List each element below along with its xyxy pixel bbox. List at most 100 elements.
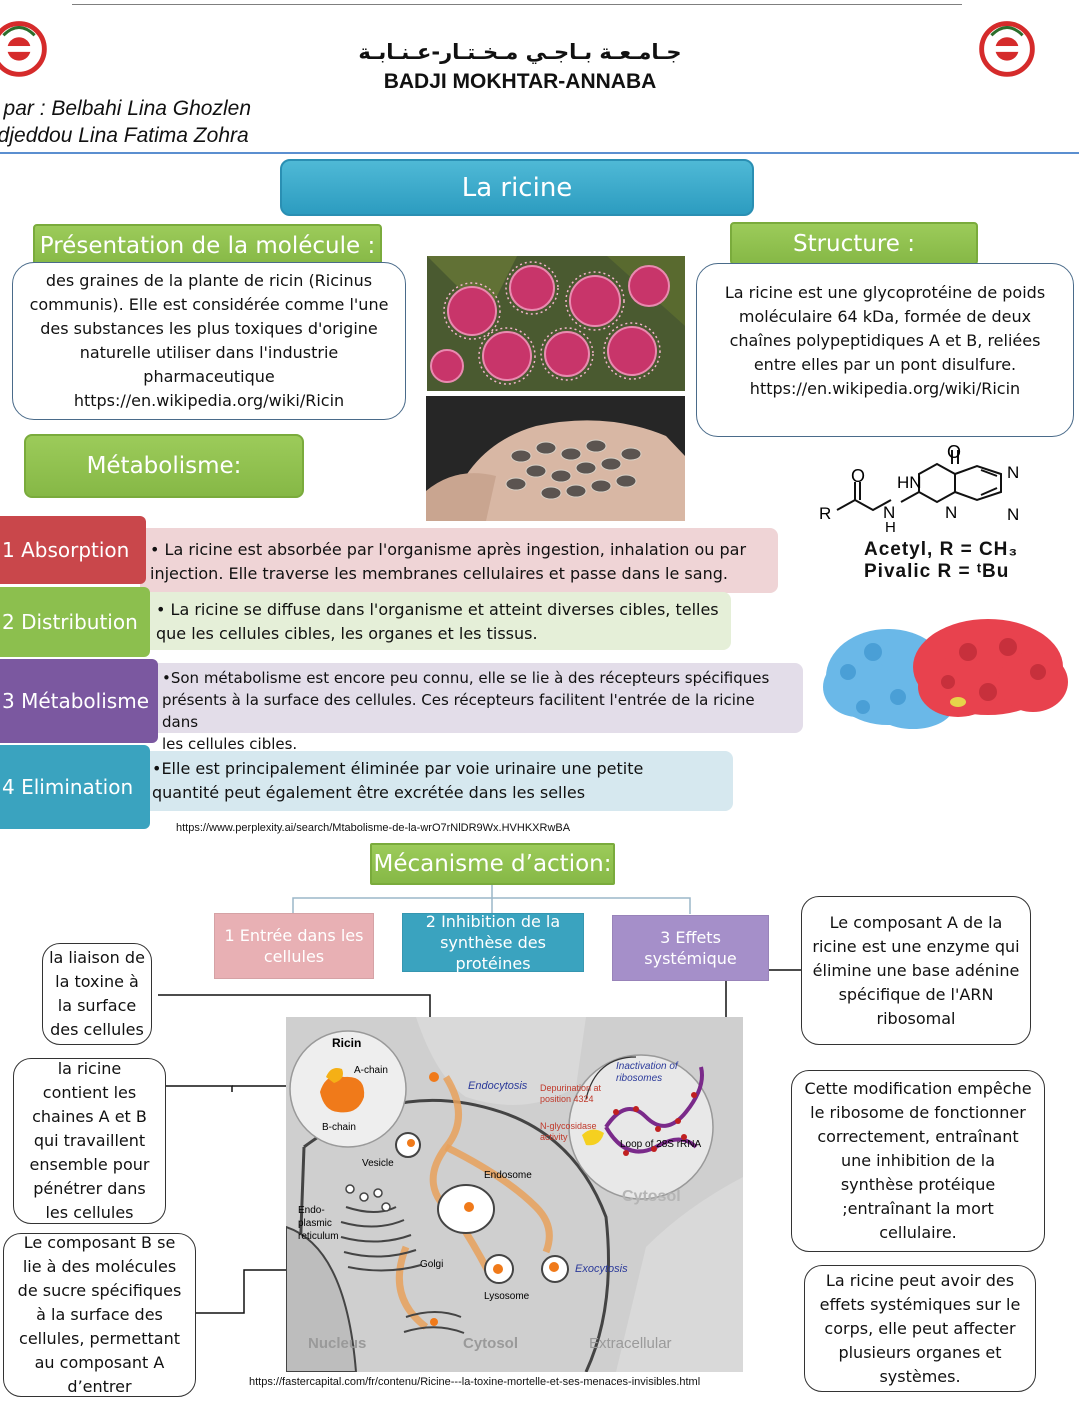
note-left-2-line-6: pénétrer dans bbox=[33, 1179, 146, 1198]
header-divider bbox=[0, 152, 1079, 154]
poster-title: La ricine bbox=[280, 159, 754, 216]
atom-r: R bbox=[819, 504, 831, 523]
atom-hn: HN bbox=[897, 473, 922, 492]
mechanism-box-1-line-1: 1 Entrée dans les bbox=[224, 926, 364, 945]
label-loop-rrna: Loop of 28S rRNA bbox=[620, 1139, 701, 1150]
university-logo-right bbox=[979, 21, 1035, 77]
ricin-mechanism-diagram: Ricin A-chain B-chain Endocytosis Vesicl… bbox=[286, 1017, 743, 1372]
mechanism-box-1-line-2: cellules bbox=[263, 947, 325, 966]
formula-pivalic: Pivalic R = ᵗBu bbox=[864, 561, 1010, 582]
ricin-protein-3d-model bbox=[823, 619, 1068, 729]
note-text: Le composant B se lie à des molécules de s… bbox=[18, 1231, 182, 1399]
mechanism-step-entry: 1 Entrée dans les cellules bbox=[214, 913, 374, 979]
label-exocytosis: Exocytosis bbox=[575, 1263, 628, 1275]
label-extracellular: Extracellular bbox=[589, 1335, 672, 1352]
structure-text: La ricine est une glycoprotéine de poids… bbox=[725, 281, 1045, 419]
castor-plant-photo bbox=[427, 256, 685, 391]
note-left-2-line-5: ensemble pour bbox=[29, 1155, 150, 1174]
note-right-2-line-6: ;entraînant la mort bbox=[842, 1199, 994, 1218]
presentation-text-box: des graines de la plante de ricin (Ricin… bbox=[12, 262, 406, 420]
atom-o-top: O bbox=[947, 442, 961, 462]
presentation-text: des graines de la plante de ricin (Ricin… bbox=[30, 269, 389, 413]
note-right-2-line-5: synthèse protéique bbox=[840, 1175, 996, 1194]
distribution-label: 2 Distribution bbox=[0, 587, 150, 657]
step-1-text-line-1: • La ricine est absorbée par l'organisme… bbox=[150, 540, 747, 559]
note-text: Le composant A de la ricine est une enzym… bbox=[812, 911, 1019, 1031]
structure-text-line-1: La ricine est une glycoprotéine de poids bbox=[724, 283, 1046, 302]
label-endosome: Endosome bbox=[484, 1170, 532, 1181]
metabolism-source-link[interactable]: https://www.perplexity.ai/search/Mtaboli… bbox=[176, 822, 571, 834]
absorption-text: • La ricine est absorbée par l'organisme… bbox=[140, 528, 778, 593]
note-text: La ricine peut avoir des effets systémiqu… bbox=[820, 1269, 1021, 1389]
presentation-text-line-1: des graines de la plante de ricin (Ricin… bbox=[45, 271, 373, 290]
label-activation-2: ribosomes bbox=[616, 1073, 662, 1084]
note-left-1-line-1: la liaison de bbox=[49, 948, 145, 967]
note-left-1-line-2: la toxine à bbox=[55, 972, 139, 991]
note-left-1-line-4: des cellules bbox=[50, 1020, 144, 1039]
label-activation-1: Inactivation of bbox=[616, 1061, 679, 1072]
step-1-text-line-2: injection. Elle traverse les membranes c… bbox=[150, 564, 728, 583]
mechanism-box-3-line-2: systémique bbox=[644, 949, 737, 968]
mechanism-box-2-line-2: synthèse des protéines bbox=[440, 933, 546, 973]
note-left-2-line-2: contient les bbox=[42, 1083, 137, 1102]
step-3-text-line-3: les cellules cibles. bbox=[162, 735, 298, 753]
note-left-3-line-1: Le composant B se bbox=[23, 1233, 176, 1252]
atom-n2: N bbox=[945, 503, 957, 522]
structure-text-box: La ricine est une glycoprotéine de poids… bbox=[696, 263, 1074, 437]
label-cytosol-bottom: Cytosol bbox=[463, 1335, 518, 1352]
label-nucleus: Nucleus bbox=[308, 1335, 366, 1352]
note-right-2-line-2: le ribosome de fonctionner bbox=[810, 1103, 1026, 1122]
mechanism-box-text: 2 Inhibition de la synthèse des protéines bbox=[403, 911, 583, 974]
presentation-text-line-3: des substances les plus toxiques d'origi… bbox=[40, 319, 378, 338]
label-cytosol-circle: Cytosol bbox=[622, 1188, 681, 1205]
university-name-arabic: جـامـعـة بـاجـي مـخـتـار-عـنـابـة bbox=[358, 40, 682, 64]
metabolisme-label: 3 Métabolisme bbox=[0, 659, 158, 743]
ricin-seeds-photo bbox=[426, 396, 685, 521]
note-component-b: Le composant B se lie à des molécules de s… bbox=[3, 1233, 196, 1397]
note-right-1-line-3: élimine une base adénine bbox=[812, 960, 1020, 980]
structure-text-line-4: entre elles par un pont disulfure. bbox=[753, 355, 1017, 374]
step-4-text-line-1: •Elle est principalement éliminée par vo… bbox=[152, 759, 644, 778]
mechanism-source-link[interactable]: https://fastercapital.com/fr/contenu/Ric… bbox=[249, 1376, 701, 1388]
note-right-1-line-1: Le composant A de la bbox=[829, 912, 1003, 932]
note-left-3-line-4: à la surface des bbox=[36, 1305, 163, 1324]
atom-n-amide: N bbox=[883, 503, 895, 522]
distribution-text: • La ricine se diffuse dans l'organisme … bbox=[146, 592, 731, 650]
note-systemic-effects: La ricine peut avoir des effets systémiqu… bbox=[804, 1265, 1036, 1392]
note-right-3-line-3: corps, elle peut affecter bbox=[824, 1318, 1016, 1338]
note-left-2-line-7: les cellules bbox=[45, 1203, 134, 1222]
note-left-3-line-3: de sucre spécifiques bbox=[17, 1281, 182, 1300]
note-right-2-line-7: cellulaire. bbox=[879, 1223, 957, 1242]
author-line-2: ndjeddou Lina Fatima Zohra bbox=[0, 124, 249, 147]
structure-text-line-5: https://en.wikipedia.org/wiki/Ricin bbox=[749, 379, 1021, 398]
atom-o-left: O bbox=[851, 466, 865, 486]
absorption-label: 1 Absorption bbox=[0, 516, 146, 584]
note-component-a-enzyme: Le composant A de la ricine est une enzym… bbox=[801, 896, 1031, 1045]
label-depurination-2: position 4324 bbox=[540, 1094, 594, 1104]
structure-text-line-2: moléculaire 64 kDa, formée de deux bbox=[738, 307, 1032, 326]
structure-heading: Structure : bbox=[730, 222, 978, 265]
mechanism-box-2-line-1: 2 Inhibition de la bbox=[425, 912, 561, 931]
step-4-text-line-2: quantité peut également être excrétée da… bbox=[152, 783, 586, 802]
label-depurination-1: Depurination at bbox=[540, 1083, 602, 1093]
presentation-text-line-4: naturelle utiliser dans l'industrie bbox=[79, 343, 339, 362]
presentation-heading: Présentation de la molécule : bbox=[33, 224, 382, 267]
note-right-3-line-1: La ricine peut avoir des bbox=[825, 1270, 1015, 1290]
note-right-2-line-4: une inhibition de la bbox=[840, 1151, 996, 1170]
label-glycosidase-1: N-glycosidase bbox=[540, 1121, 597, 1131]
note-left-2-line-4: qui travaillent bbox=[33, 1131, 146, 1150]
formula-acetyl: Acetyl, R = CH₃ bbox=[864, 539, 1019, 560]
ricin-chemical-structure: O O HN N N N R N H bbox=[819, 442, 1019, 535]
note-right-3-line-5: systèmes. bbox=[879, 1366, 961, 1386]
note-left-3-line-5: cellules, permettant bbox=[19, 1329, 180, 1348]
note-right-1-line-5: ribosomal bbox=[876, 1008, 956, 1028]
note-left-3-line-2: lie à des molécules bbox=[22, 1257, 177, 1276]
label-endocytosis: Endocytosis bbox=[468, 1080, 528, 1092]
note-right-1-line-2: ricine est une enzyme qui bbox=[812, 936, 1020, 956]
note-right-3-line-2: effets systémiques sur le bbox=[819, 1294, 1021, 1314]
